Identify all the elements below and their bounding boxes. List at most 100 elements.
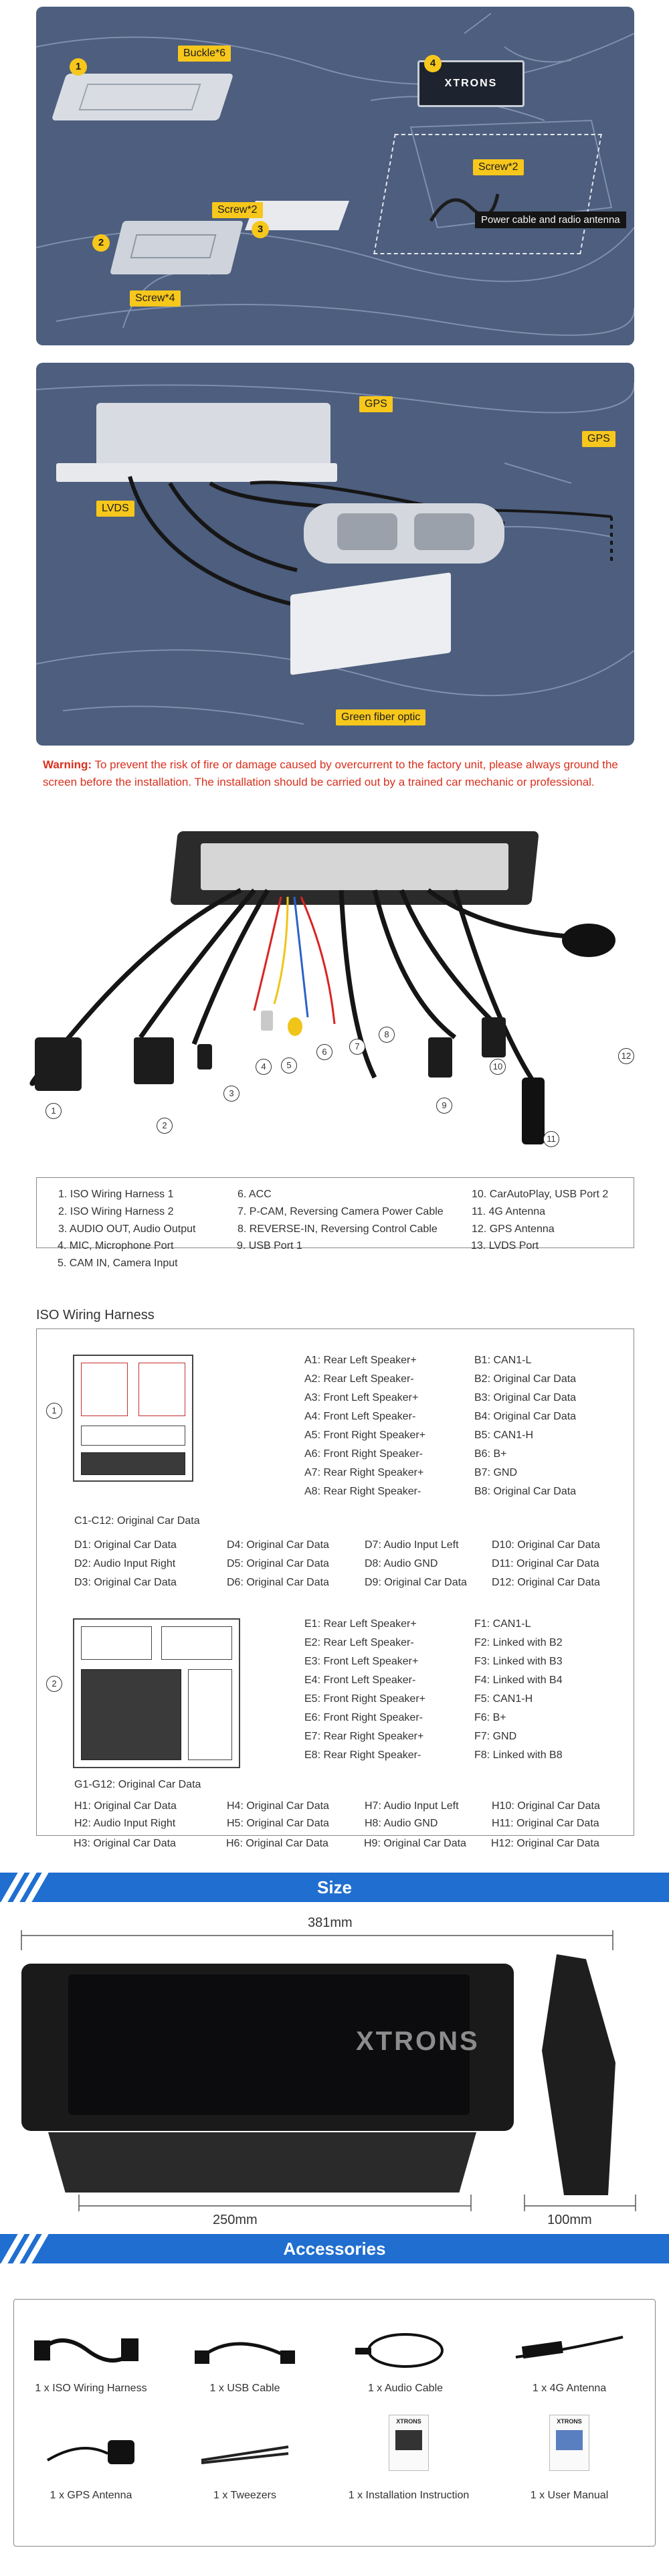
- list-item: 4. MIC, Microphone Port: [58, 1240, 174, 1252]
- gps-label-right: GPS: [582, 431, 615, 447]
- accessories-box: 1 x ISO Wiring Harness 1 x USB Cable 1 x…: [13, 2299, 656, 2547]
- pin-label: D12: Original Car Data: [492, 1577, 600, 1588]
- connector-1-number: 1: [46, 1403, 62, 1419]
- pin-label: F7: GND: [474, 1731, 517, 1742]
- pin-label: D8: Audio GND: [365, 1558, 438, 1569]
- pin-label: F8: Linked with B8: [474, 1749, 563, 1761]
- cam-in-rca: [288, 1017, 302, 1036]
- fiber-optic-label: Green fiber optic: [336, 709, 426, 725]
- connector-2-block-g: [188, 1669, 232, 1760]
- user-manual-image: XTRONS: [549, 2415, 589, 2471]
- accessory-label: 1 x Installation Instruction: [348, 2490, 470, 2501]
- buckle-label: Buckle*6: [178, 46, 231, 62]
- accessory-label: 1 x GPS Antenna: [50, 2490, 132, 2501]
- list-item: 1. ISO Wiring Harness 1: [58, 1189, 174, 1200]
- list-item: 6. ACC: [237, 1189, 272, 1200]
- step-number-4: 4: [424, 55, 442, 72]
- callout-11: 11: [543, 1131, 559, 1147]
- callout-8: 8: [379, 1027, 395, 1043]
- vent-assembly: [304, 503, 504, 564]
- list-item: 7. P-CAM, Reversing Camera Power Cable: [237, 1206, 444, 1217]
- pin-label: B4: Original Car Data: [474, 1411, 577, 1422]
- list-item: 5. CAM IN, Camera Input: [58, 1258, 178, 1269]
- pin-label: H3: Original Car Data: [74, 1838, 176, 1849]
- accessory-label: 1 x User Manual: [530, 2490, 609, 2501]
- audio-out-plug: [197, 1044, 212, 1069]
- pin-label: E5: Front Right Speaker+: [304, 1693, 425, 1705]
- iso-connector-2: [134, 1037, 174, 1084]
- connector-2-block-f: [161, 1626, 232, 1660]
- step-number-2: 2: [92, 234, 110, 252]
- pin-label: E3: Front Left Speaker+: [304, 1656, 419, 1667]
- connector-2-block-e: [81, 1626, 152, 1660]
- list-item: 13. LVDS Port: [471, 1240, 539, 1252]
- pin-label: B6: B+: [474, 1448, 507, 1460]
- iso-harness-image: [34, 2324, 141, 2377]
- mic-plug: [261, 1011, 273, 1031]
- pin-label: B5: CAN1-H: [474, 1430, 534, 1441]
- gps-label-top: GPS: [359, 396, 393, 412]
- accessories-title: Accessories: [283, 2239, 386, 2259]
- screw-label-left: Screw*2: [212, 202, 263, 218]
- pin-label: F1: CAN1-L: [474, 1618, 531, 1630]
- width-dimension: 381mm: [308, 1915, 353, 1930]
- power-cable-drawing: [429, 193, 500, 222]
- vent-opening-right: [414, 513, 474, 550]
- pin-label: E6: Front Right Speaker-: [304, 1712, 423, 1723]
- accessories-banner: Accessories: [0, 2234, 669, 2263]
- gps-antenna: [562, 924, 615, 957]
- install-diagram-wiring: GPS GPS LVDS Green fiber optic: [36, 363, 634, 746]
- screen-brand-text: XTRONS: [356, 2027, 480, 2056]
- bottom-width-dimension: 250mm: [213, 2213, 258, 2227]
- iso-pinout-box: 1 A1: Rear Left Speaker+ A2: Rear Left S…: [36, 1328, 634, 1836]
- iso-connector-1: [35, 1037, 82, 1091]
- pin-label: F3: Linked with B3: [474, 1656, 563, 1667]
- size-banner: Size: [0, 1873, 669, 1902]
- pin-label: A4: Front Left Speaker-: [304, 1411, 416, 1422]
- air-vent-grille: [78, 84, 201, 110]
- screen-display: [68, 1974, 470, 2115]
- pin-label: D6: Original Car Data: [227, 1577, 329, 1588]
- iso-section-title: ISO Wiring Harness: [36, 1308, 155, 1322]
- manual-brand: XTRONS: [557, 2418, 582, 2425]
- callout-3: 3: [223, 1086, 240, 1102]
- list-item: 2. ISO Wiring Harness 2: [58, 1206, 174, 1217]
- screw-label-right: Screw*2: [473, 159, 524, 175]
- pin-label: E7: Rear Right Speaker+: [304, 1731, 424, 1742]
- pin-label: D4: Original Car Data: [227, 1539, 329, 1551]
- booklet-picture: [395, 2430, 422, 2450]
- callout-6: 6: [316, 1044, 332, 1060]
- pin-label: F4: Linked with B4: [474, 1675, 563, 1686]
- screen-bezel-back: [96, 403, 330, 473]
- accessory-label: 1 x USB Cable: [209, 2383, 280, 2394]
- accessory-label: 1 x Tweezers: [213, 2490, 276, 2501]
- pin-group-note: C1-C12: Original Car Data: [74, 1515, 200, 1527]
- pin-label: A5: Front Right Speaker+: [304, 1430, 425, 1441]
- connector-1-diagram: [73, 1355, 193, 1482]
- pin-group-note: G1-G12: Original Car Data: [74, 1779, 201, 1790]
- pin-label: E2: Rear Left Speaker-: [304, 1637, 414, 1648]
- pin-label: H10: Original Car Data: [492, 1800, 600, 1812]
- connector-1-block-a: [81, 1363, 128, 1416]
- 4g-antenna: [522, 1078, 545, 1144]
- callout-7: 7: [349, 1039, 365, 1055]
- harness-parts-list: 1. ISO Wiring Harness 1 2. ISO Wiring Ha…: [36, 1177, 634, 1248]
- pin-label: B3: Original Car Data: [474, 1392, 577, 1403]
- audio-cable-image: [355, 2324, 456, 2377]
- pin-label: H4: Original Car Data: [227, 1800, 329, 1812]
- screen-front-view: XTRONS: [21, 1964, 514, 2131]
- usb-cable-image: [195, 2324, 295, 2377]
- brand-logo-text: XTRONS: [444, 78, 498, 89]
- pin-label: A6: Front Right Speaker-: [304, 1448, 423, 1460]
- screen-lower-trim: [48, 2132, 476, 2193]
- pin-label: D7: Audio Input Left: [365, 1539, 459, 1551]
- connector-1-block-b: [138, 1363, 185, 1416]
- pin-label: H7: Audio Input Left: [365, 1800, 459, 1812]
- list-item: 12. GPS Antenna: [472, 1223, 555, 1235]
- list-item: 9. USB Port 1: [237, 1240, 302, 1252]
- pin-label: D9: Original Car Data: [365, 1577, 467, 1588]
- pin-label: F2: Linked with B2: [474, 1637, 563, 1648]
- install-diagram-dashboard: XTRONS Buckle*6 Screw*2 Screw*2 Screw*4 …: [36, 7, 634, 345]
- list-item: 11. 4G Antenna: [472, 1206, 546, 1217]
